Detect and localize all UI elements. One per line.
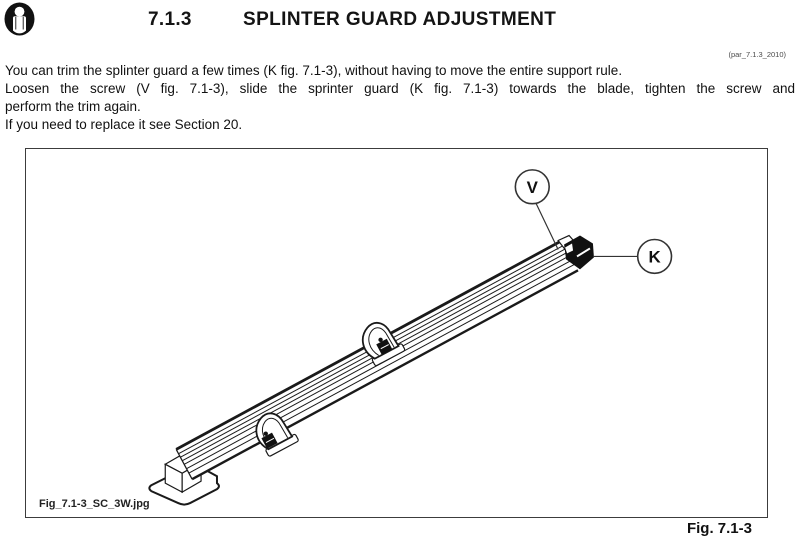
callout-v-circle — [514, 169, 550, 205]
body-line-1: You can trim the splinter guard a few ti… — [5, 63, 623, 78]
clamp-handle-upper — [361, 321, 406, 367]
figure-caption: Fig. 7.1-3 — [686, 520, 752, 537]
body-paragraph: You can trim the splinter guard a few ti… — [5, 62, 795, 134]
body-line-3: perform the trim again. — [5, 99, 141, 114]
body-line-4: If you need to replace it see Section 20… — [5, 117, 243, 132]
figure-box: V K Fig_7.1-3_SC_3W.jpg — [25, 148, 768, 518]
callout-k-label: K — [648, 247, 661, 266]
section-number: 7.1.3 — [148, 9, 192, 30]
paragraph-reference: (par_7.1.3_2010) — [728, 50, 786, 59]
splinter-guard-end — [564, 235, 594, 270]
splinter-guard-drawing: V K — [148, 169, 673, 506]
person-icon — [4, 2, 35, 36]
callout-v-leader — [535, 203, 559, 250]
callout-k-circle — [636, 238, 673, 275]
body-line-2: Loosen the screw (V fig. 7.1-3), slide t… — [5, 81, 795, 96]
callout-v-label: V — [527, 178, 539, 197]
figure-filename: Fig_7.1-3_SC_3W.jpg — [39, 498, 150, 510]
clamp-handle-lower — [255, 412, 299, 457]
page-title: SPLINTER GUARD ADJUSTMENT — [243, 9, 557, 30]
